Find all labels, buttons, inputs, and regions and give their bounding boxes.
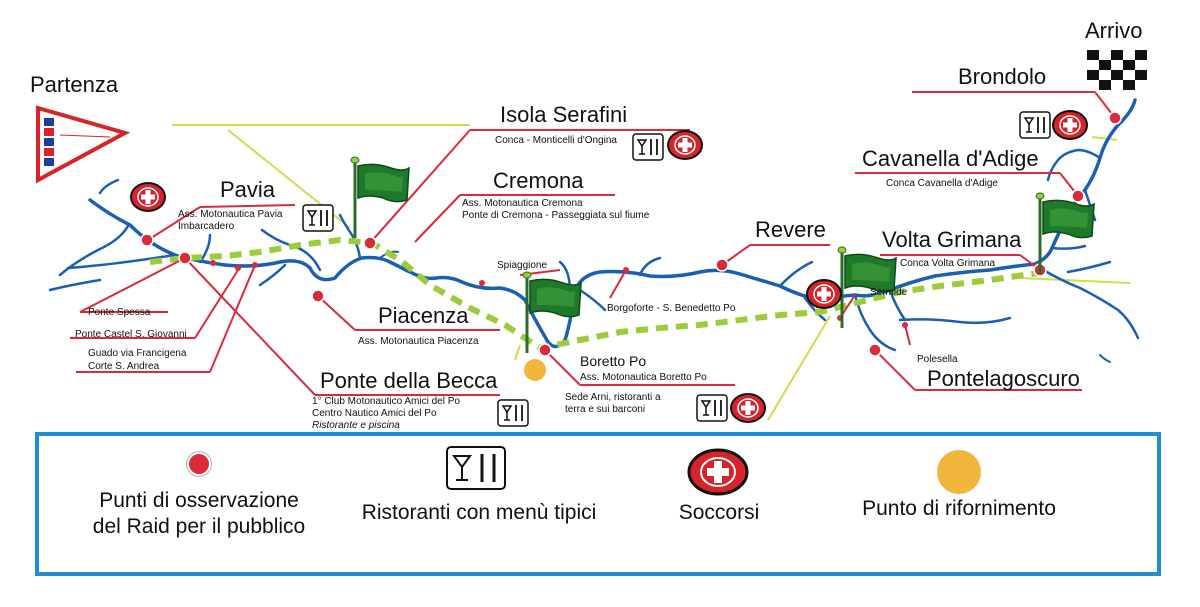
svg-text:Ass. Motonautica Piacenza: Ass. Motonautica Piacenza xyxy=(358,336,479,347)
callout-lines xyxy=(70,91,1116,396)
start-label: Partenza xyxy=(30,72,119,97)
svg-text:terra e sui barconi: terra e sui barconi xyxy=(565,404,645,415)
legend-refuel: Punto di rifornimento xyxy=(862,497,1056,520)
raid-route-line xyxy=(149,236,1046,352)
sermide-label: Sermide xyxy=(870,287,908,298)
observation-dot-icon xyxy=(178,251,192,265)
guado-label: Guado via Francigena xyxy=(88,348,187,359)
legend-restaurants: Ristoranti con menù tipici xyxy=(361,501,597,524)
boretto-name: Boretto Po xyxy=(580,353,646,369)
rescue-icon xyxy=(806,279,842,309)
restaurant-icon xyxy=(1019,111,1051,139)
rescue-icon xyxy=(1052,110,1088,140)
ponte-spessa-label: Ponte Spessa xyxy=(88,307,151,318)
pavia-name: Pavia xyxy=(220,177,276,202)
svg-text:Centro Nautico Amici del Po: Centro Nautico Amici del Po xyxy=(312,408,437,419)
refuel-icon xyxy=(524,359,546,381)
rescue-icon xyxy=(687,448,749,501)
rescue-icon xyxy=(130,182,166,212)
observation-dot-icon xyxy=(715,258,729,272)
observation-dot-icon xyxy=(1071,189,1085,203)
observation-dot-icon xyxy=(363,236,377,250)
observation-dot-icon xyxy=(189,454,209,474)
revere-name: Revere xyxy=(755,217,826,242)
start-pennant-icon xyxy=(36,105,131,184)
borgoforte-label: Borgoforte - S. Benedetto Po xyxy=(607,303,736,314)
svg-text:Conca - Monticelli d'Ongina: Conca - Monticelli d'Ongina xyxy=(495,135,617,146)
observation-dot-icon xyxy=(140,233,154,247)
pontelagoscuro-name: Pontelagoscuro xyxy=(927,366,1080,391)
legend-box: Punti di osservazione del Raid per il pu… xyxy=(35,432,1161,576)
svg-text:1° Club Motonautico Amici del: 1° Club Motonautico Amici del Po xyxy=(312,396,460,407)
cremona-name: Cremona xyxy=(493,168,584,193)
brondolo-name: Brondolo xyxy=(958,64,1046,89)
ponte-castel-label: Ponte Castel S. Giovanni xyxy=(75,329,187,340)
svg-text:Conca Cavanella d'Adige: Conca Cavanella d'Adige xyxy=(886,178,998,189)
restaurant-icon xyxy=(446,446,506,495)
restaurant-icon xyxy=(696,394,728,422)
legend-observation: Punti di osservazione del Raid per il pu… xyxy=(92,489,306,538)
restaurant-icon xyxy=(497,399,529,427)
piacenza-name: Piacenza xyxy=(378,303,469,328)
polesella-label: Polesella xyxy=(917,354,958,365)
refuel-icon xyxy=(937,450,981,494)
observation-dot-icon xyxy=(538,343,552,357)
isola-name: Isola Serafini xyxy=(500,102,627,127)
svg-text:Ass. Motonautica Boretto Po: Ass. Motonautica Boretto Po xyxy=(580,372,707,383)
green-flag-icon xyxy=(349,155,411,240)
cavanella-name: Cavanella d'Adige xyxy=(862,146,1039,171)
green-flag-icon xyxy=(1034,191,1096,276)
restaurant-icon xyxy=(302,204,334,232)
volta-name: Volta Grimana xyxy=(882,227,1022,252)
restaurant-icon xyxy=(632,133,664,161)
spiaggione-label: Spiaggione xyxy=(497,260,547,271)
svg-text:Conca Volta Grimana: Conca Volta Grimana xyxy=(900,258,995,269)
observation-dot-icon xyxy=(868,343,882,357)
svg-text:Ponte di Cremona - Passeggiata: Ponte di Cremona - Passeggiata sul fiume xyxy=(462,210,650,221)
svg-text:Corte S. Andrea: Corte S. Andrea xyxy=(88,361,160,372)
observation-dot-icon xyxy=(1108,111,1122,125)
end-label: Arrivo xyxy=(1085,18,1142,43)
map-labels: Partenza Arrivo Pavia Ass. Motonautica P… xyxy=(30,18,1142,431)
rescue-icon xyxy=(667,130,703,160)
svg-text:Imbarcadero: Imbarcadero xyxy=(178,221,235,232)
svg-text:Ristorante e piscina: Ristorante e piscina xyxy=(312,420,400,431)
svg-text:Sede Arni, ristoranti a: Sede Arni, ristoranti a xyxy=(565,392,661,403)
svg-text:Ass. Motonautica Pavia: Ass. Motonautica Pavia xyxy=(178,209,283,220)
observation-dot-icon xyxy=(311,289,325,303)
rescue-icon xyxy=(730,393,766,423)
becca-name: Ponte della Becca xyxy=(320,368,498,393)
svg-text:Ass. Motonautica Cremona: Ass. Motonautica Cremona xyxy=(462,198,583,209)
legend-rescue: Soccorsi xyxy=(678,501,760,524)
checkered-flag-icon xyxy=(1087,50,1147,90)
